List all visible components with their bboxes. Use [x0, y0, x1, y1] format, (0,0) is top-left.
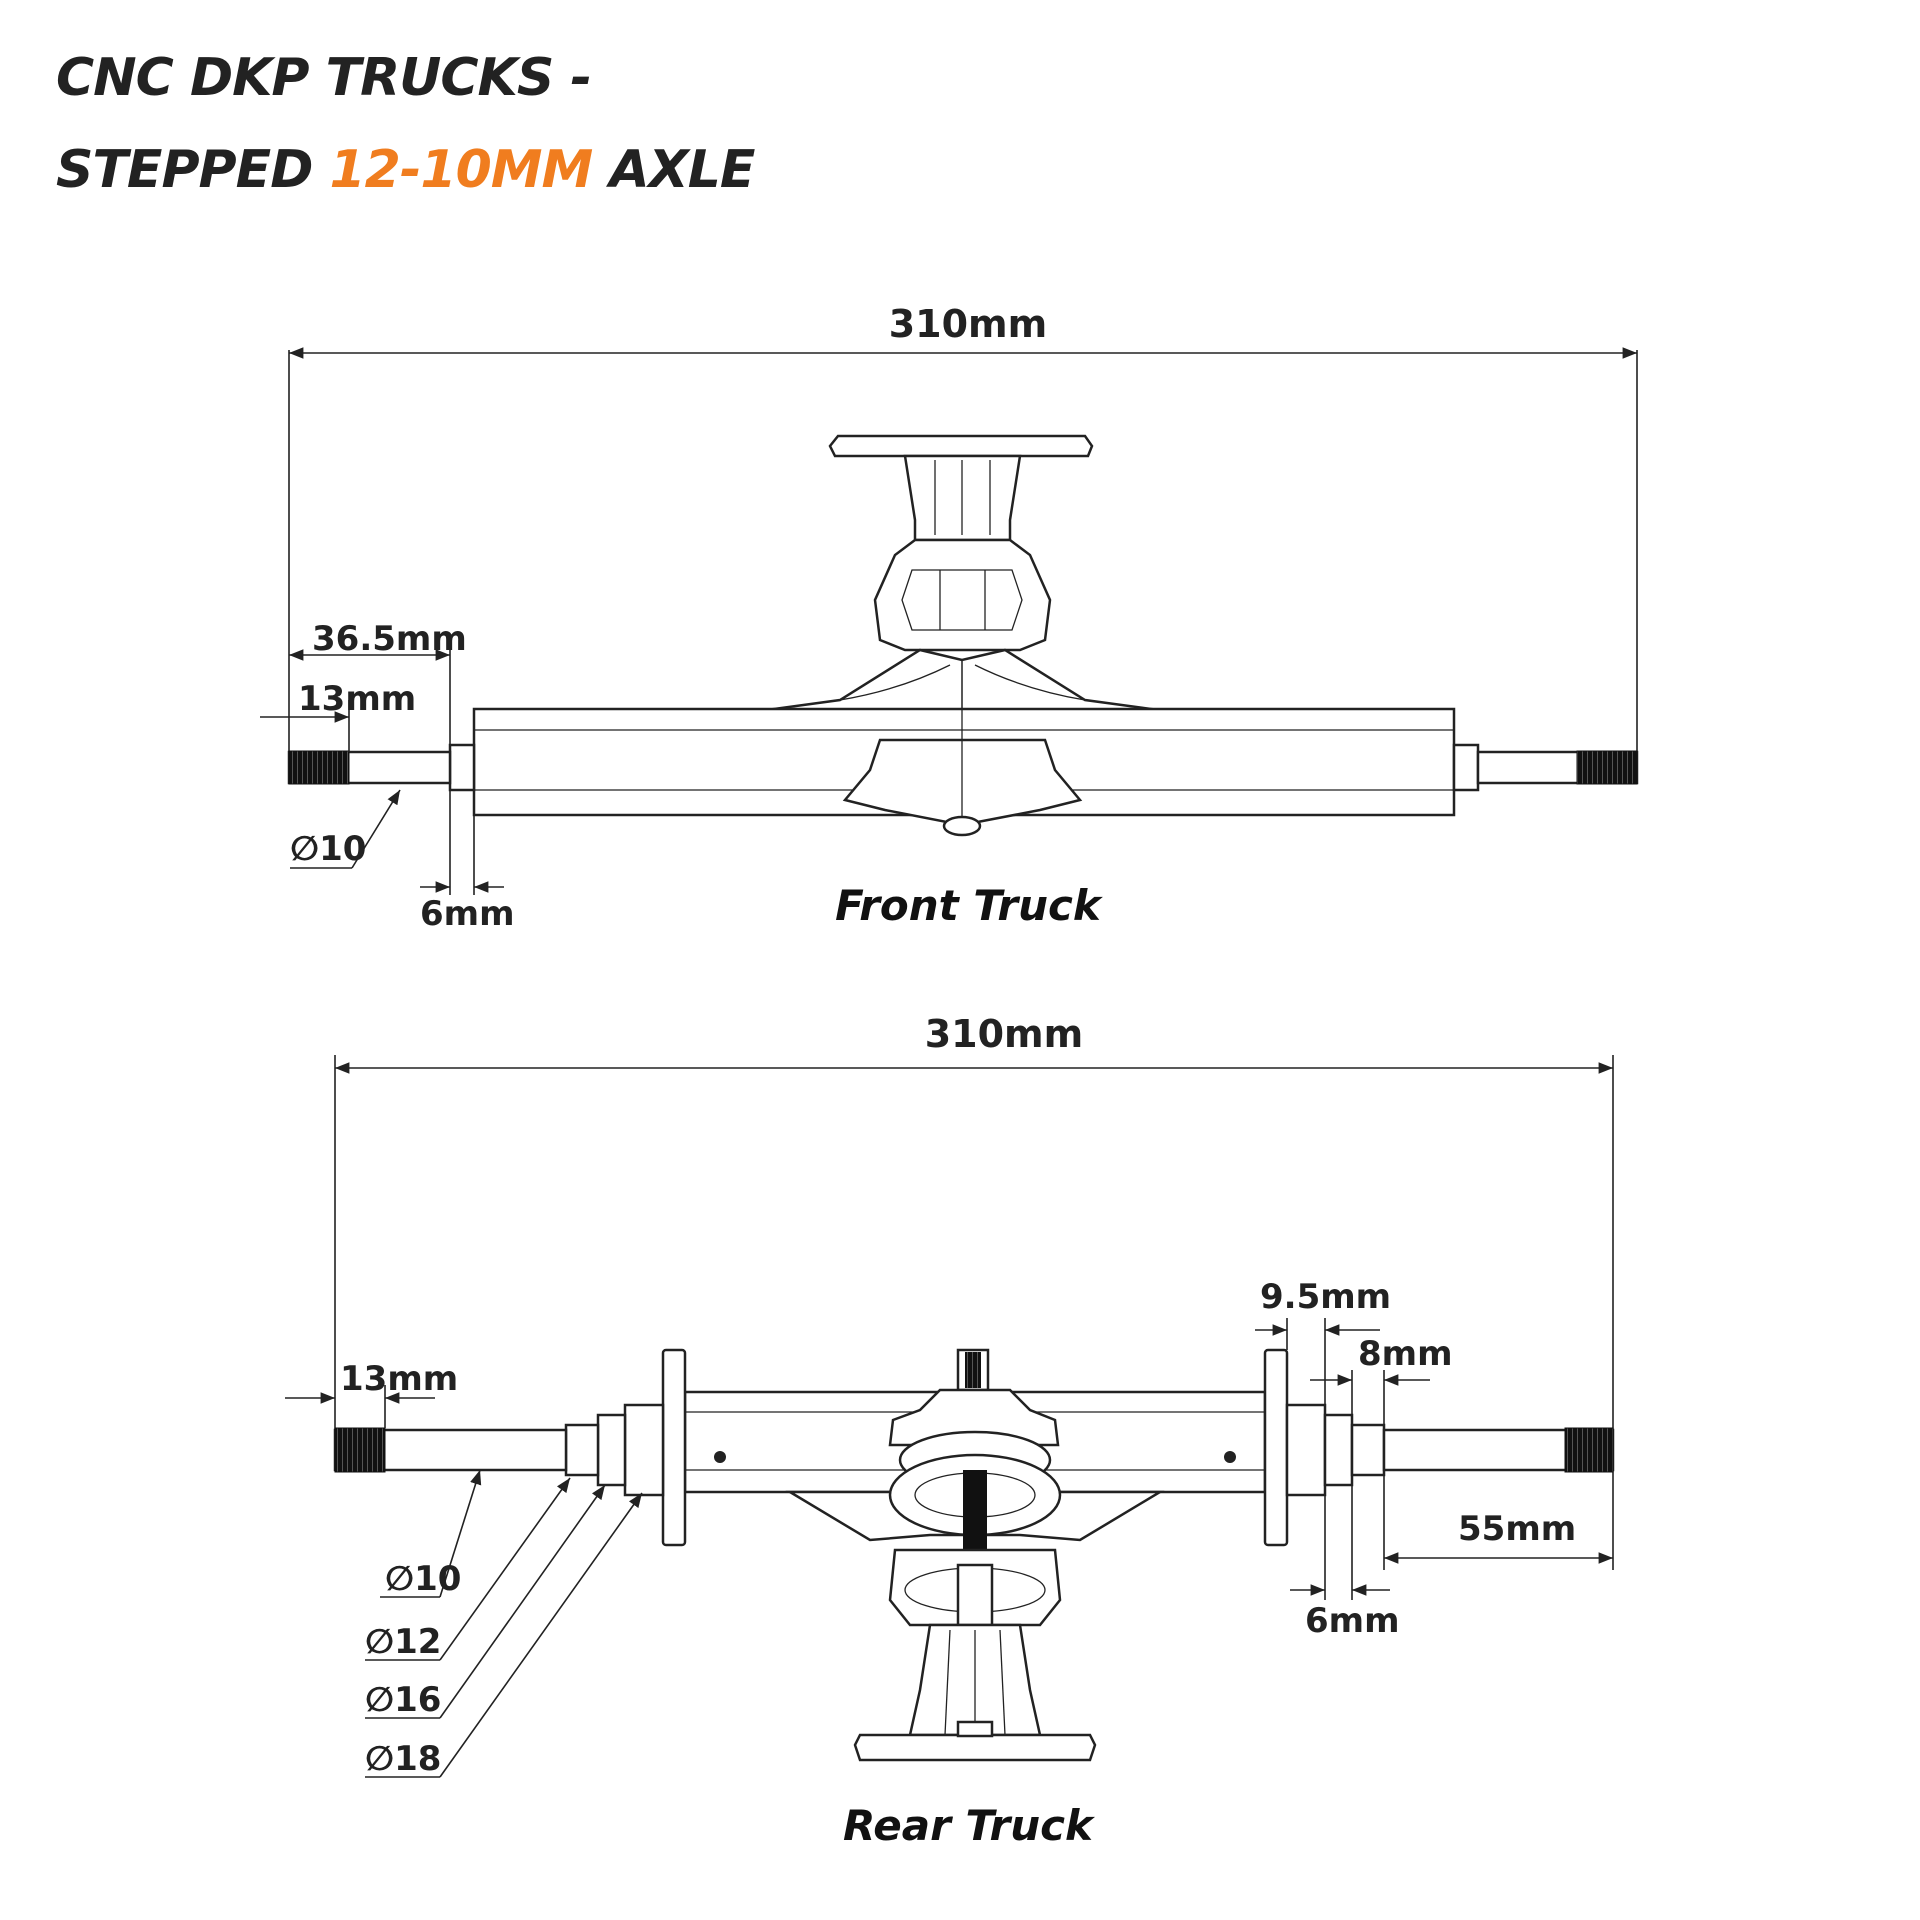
rear-flange-left — [661, 1348, 687, 1547]
front-dim-dia10: ∅10 — [290, 829, 366, 869]
front-dim-13: 13mm — [298, 679, 416, 719]
rear-spacer-18-left — [623, 1403, 665, 1497]
rear-dim-dia18: ∅18 — [365, 1739, 441, 1779]
rear-kingpin — [963, 1470, 987, 1550]
front-collar-left — [448, 743, 476, 792]
front-pivot-nut — [942, 815, 982, 837]
rear-dim-thread: 13mm — [340, 1359, 458, 1399]
rear-spacer-12-left — [564, 1423, 600, 1477]
rear-spacer-12-right — [1350, 1423, 1386, 1477]
rear-dim-8: 8mm — [1358, 1334, 1453, 1374]
rear-thread-left — [334, 1427, 386, 1473]
front-thread-left — [288, 750, 350, 785]
rear-dim-9-5: 9.5mm — [1260, 1277, 1391, 1317]
rear-dim-dia10: ∅10 — [385, 1559, 461, 1599]
front-baseplate — [828, 434, 1094, 458]
title-line-2: STEPPED 12-10MM AXLE — [56, 140, 755, 200]
rear-truck-drawing: 310mm — [285, 1012, 1615, 1850]
title-stepped: STEPPED — [56, 140, 330, 200]
title-line-1: CNC DKP TRUCKS - — [56, 48, 592, 108]
rear-dim-6: 6mm — [1305, 1601, 1400, 1641]
front-thread-right — [1576, 750, 1638, 785]
rear-spacer-18-right — [1285, 1403, 1327, 1497]
rear-baseplate — [853, 1733, 1097, 1762]
rear-truck-caption: Rear Truck — [843, 1801, 1096, 1850]
front-dim-overall: 310mm — [889, 302, 1048, 346]
rear-spacer-16-right — [1323, 1413, 1354, 1487]
rear-top-washer — [888, 1388, 1060, 1447]
rear-dim-dia16: ∅16 — [365, 1680, 441, 1720]
rear-kingpin-base — [956, 1563, 994, 1627]
front-truck-caption: Front Truck — [835, 881, 1104, 930]
front-dim-36-5: 36.5mm — [312, 619, 467, 659]
rear-dim-overall: 310mm — [925, 1012, 1084, 1056]
rear-thread-right — [1564, 1427, 1614, 1473]
rear-dim-dia12: ∅12 — [365, 1622, 441, 1662]
rear-flange-right — [1263, 1348, 1289, 1547]
rear-spacer-16-left — [596, 1413, 627, 1487]
rear-pivot-nub — [956, 1720, 994, 1738]
rear-bolt-left — [714, 1451, 726, 1463]
front-bushing-cup — [873, 538, 1052, 652]
rear-dim-55: 55mm — [1458, 1509, 1576, 1549]
front-truck-drawing: 36.5mm 13mm ∅10 6mm 310mm Front Truck — [260, 302, 1639, 934]
front-collar-right — [1452, 743, 1480, 792]
front-dim-6: 6mm — [420, 894, 515, 934]
rear-bolt-right — [1224, 1451, 1236, 1463]
title-axle: AXLE — [592, 140, 755, 200]
title-axle-size: 12-10MM — [329, 140, 593, 200]
